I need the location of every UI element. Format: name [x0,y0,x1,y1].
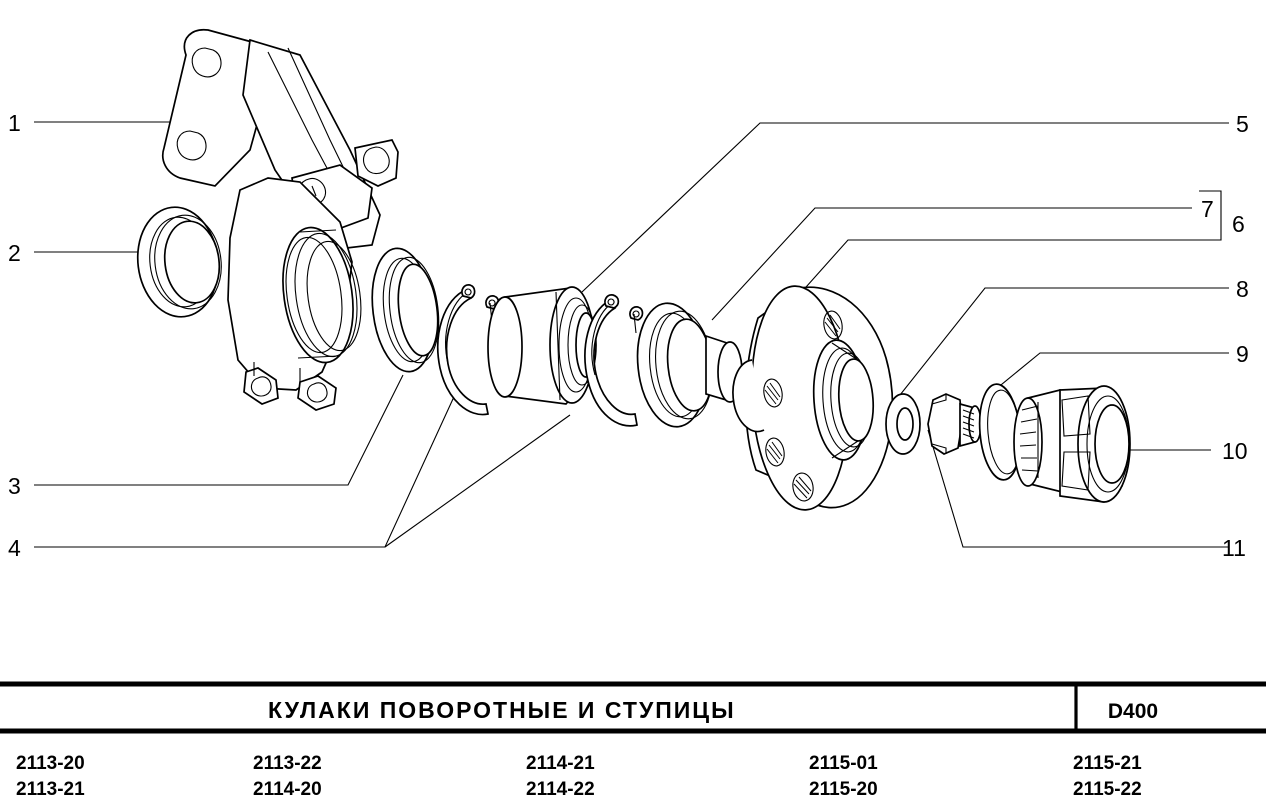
model-number-table: 2113-20 2113-21 2113-22 2114-20 2114-21 … [16,753,1142,800]
steering-knuckle-part [161,28,399,411]
wheel-bearing-part [487,286,597,405]
model-number: 2114-22 [526,779,595,800]
model-number: 2114-21 [526,753,595,774]
callout-10: 10 [1222,438,1248,464]
outer-seal-ring-part [136,206,222,318]
callout-labels: 1 2 3 4 5 7 6 8 9 10 11 [8,110,1249,561]
snap-ring-outer-part [436,284,500,416]
callout-2: 2 [8,240,21,266]
model-number: 2115-22 [1073,779,1142,800]
page-code: D400 [1108,700,1158,723]
callout-8: 8 [1236,276,1249,302]
callout-4: 4 [8,535,21,561]
model-number: 2113-22 [253,753,322,774]
model-number: 2113-21 [16,779,85,800]
hub-seal-ring-part [636,302,743,428]
hub-washer-part [885,393,921,455]
model-number: 2113-20 [16,753,85,774]
callout-9: 9 [1236,341,1249,367]
model-number: 2115-21 [1073,753,1142,774]
hub-nut-part [927,393,982,455]
inner-seal-ring-part [371,247,440,373]
callout-7: 7 [1201,196,1214,222]
model-number: 2115-01 [809,753,878,774]
hub-cap-part [1013,385,1131,503]
snap-ring-inner-part [584,294,644,427]
model-number: 2114-20 [253,779,322,800]
callout-3: 3 [8,473,21,499]
callout-6: 6 [1232,211,1245,237]
title-bar: КУЛАКИ ПОВОРОТНЫЕ И СТУПИЦЫ D400 [0,681,1266,734]
callout-5: 5 [1236,111,1249,137]
page-title: КУЛАКИ ПОВОРОТНЫЕ И СТУПИЦЫ [268,697,736,723]
knuckle-bore [282,226,362,364]
model-number: 2115-20 [809,779,878,800]
callout-1: 1 [8,110,21,136]
leader-lines [34,121,1229,548]
callout-11: 11 [1222,535,1246,561]
wheel-hub-part [732,285,894,511]
